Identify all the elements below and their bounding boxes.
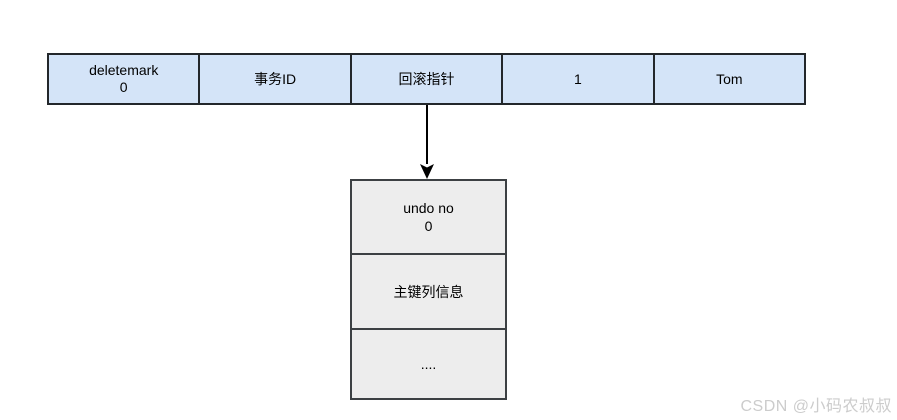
record-cell-label: Tom <box>716 70 743 87</box>
undo-cell-undo-no: undo no 0 <box>352 181 505 255</box>
record-cell-sublabel: 0 <box>119 79 128 95</box>
undo-cell-label: 主键列信息 <box>393 283 464 300</box>
undo-log-box: undo no 0 主键列信息 .... <box>350 179 507 400</box>
undo-cell-primary-key-info: 主键列信息 <box>352 255 505 330</box>
record-cell-label: 回滚指针 <box>398 70 455 87</box>
watermark: CSDN @小码农叔叔 <box>740 398 892 415</box>
record-cell-label: 1 <box>574 70 582 87</box>
record-cell-transaction-id: 事务ID <box>200 55 352 103</box>
record-cell-name-value: Tom <box>654 55 805 103</box>
record-cell-label: deletemark <box>89 62 159 78</box>
record-row: deletemark 0 事务ID 回滚指针 1 Tom <box>47 53 806 105</box>
record-cell-rollback-pointer: 回滚指针 <box>351 55 504 103</box>
undo-cell-ellipsis: .... <box>352 330 505 398</box>
record-cell-deletemark: deletemark 0 <box>49 55 201 103</box>
record-cell-id-value: 1 <box>503 55 655 103</box>
undo-cell-label: .... <box>420 356 437 372</box>
undo-cell-label: undo no <box>403 200 454 216</box>
rollback-pointer-arrow <box>420 105 434 179</box>
undo-cell-sublabel: 0 <box>424 218 433 234</box>
record-cell-label: 事务ID <box>254 70 297 87</box>
